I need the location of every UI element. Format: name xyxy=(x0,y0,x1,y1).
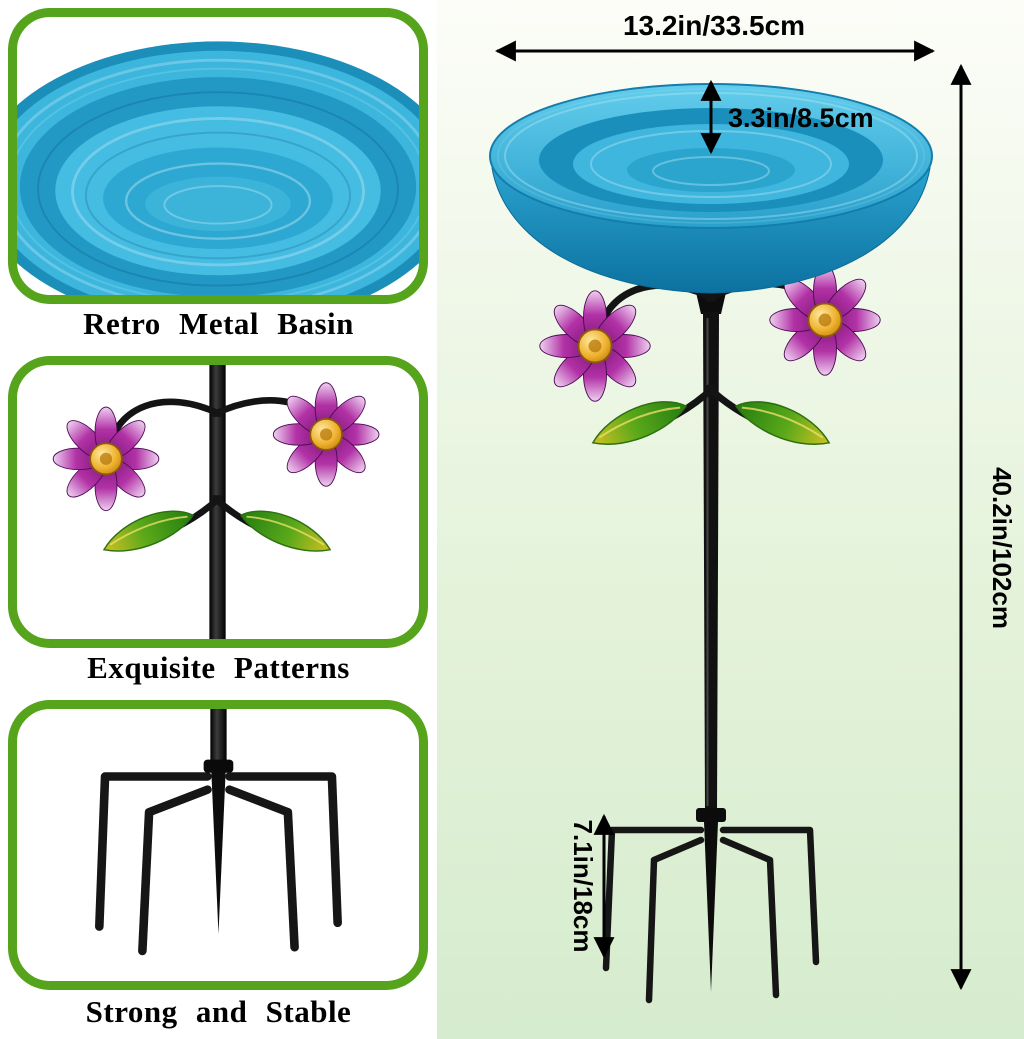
height-dimension-label: 40.2in/102cm xyxy=(987,467,1017,629)
feature-panel-basin xyxy=(8,8,428,304)
feature-panel-stake xyxy=(8,700,428,990)
pattern-closeup-illustration xyxy=(17,365,419,639)
stake-closeup-illustration xyxy=(95,709,342,956)
depth-dimension-label: 3.3in/8.5cm xyxy=(728,103,874,133)
feature-panel-patterns xyxy=(8,356,428,648)
ground-spike xyxy=(211,770,226,935)
width-dimension: 13.2in/33.5cm xyxy=(494,10,936,62)
stake-dimension: 7.1in/18cm xyxy=(568,813,615,959)
stake-dimension-label: 7.1in/18cm xyxy=(568,820,598,953)
pole xyxy=(210,709,227,764)
width-dimension-label: 13.2in/33.5cm xyxy=(623,10,805,41)
feature-label-patterns: Exquisite Patterns xyxy=(87,650,350,685)
pole xyxy=(695,288,727,812)
basin-closeup-illustration xyxy=(17,41,419,295)
feature-label-stake: Strong and Stable xyxy=(85,994,352,1029)
height-dimension: 40.2in/102cm xyxy=(950,63,1017,991)
feature-label-basin: Retro Metal Basin xyxy=(83,306,354,341)
ground-spike xyxy=(704,822,718,992)
stake-legs xyxy=(95,772,342,956)
depth-dimension: 3.3in/8.5cm xyxy=(700,79,874,155)
ground-stake xyxy=(602,808,820,1004)
